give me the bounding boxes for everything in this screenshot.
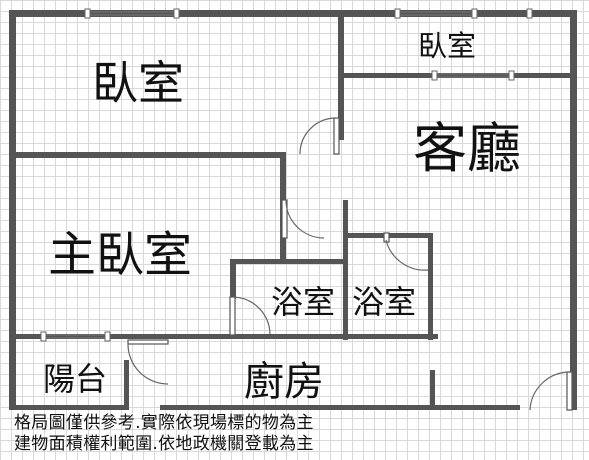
wall-right bbox=[570, 10, 577, 410]
wall-kitchen-right bbox=[430, 370, 435, 410]
window-small-bedroom bbox=[431, 70, 515, 81]
window-top-far-right bbox=[526, 8, 533, 19]
label-bedroom-top-left: 臥室 bbox=[92, 56, 184, 110]
doors bbox=[127, 117, 573, 411]
window-balcony bbox=[40, 331, 111, 342]
wall-bottom-left bbox=[9, 405, 129, 410]
window-top-left bbox=[84, 8, 180, 19]
window-top-right bbox=[394, 8, 478, 19]
wall-bath-left bbox=[230, 259, 236, 299]
label-bedroom-top-right: 臥室 bbox=[418, 29, 476, 63]
wall-bath-top-left bbox=[230, 259, 348, 264]
wall-left bbox=[9, 10, 16, 410]
label-kitchen: 廚房 bbox=[244, 359, 324, 405]
door-bathroom-right bbox=[383, 232, 429, 271]
wall-top-right bbox=[339, 10, 576, 17]
room-labels: 臥室 臥室 客廳 主臥室 浴室 浴室 陽台 廚房 bbox=[43, 29, 521, 405]
label-bathroom-left: 浴室 bbox=[271, 283, 335, 321]
door-master-bedroom bbox=[281, 199, 325, 239]
wall-bedroom-right bbox=[338, 10, 344, 140]
door-bathroom-left bbox=[229, 296, 271, 336]
label-master-bedroom: 主臥室 bbox=[48, 227, 192, 283]
wall-balcony-right bbox=[124, 360, 129, 410]
label-balcony: 陽台 bbox=[43, 360, 107, 398]
disclaimer-line-1: 格局圖僅供參考.實際依現場標的物為主 bbox=[14, 413, 314, 433]
label-bathroom-right: 浴室 bbox=[352, 283, 416, 321]
door-entrance bbox=[529, 371, 573, 411]
windows bbox=[40, 8, 533, 342]
wall-bottom-mid bbox=[160, 405, 520, 410]
wall-kitchen-top bbox=[9, 334, 438, 339]
wall-bedroom-bottom bbox=[9, 152, 285, 158]
door-bedroom bbox=[299, 117, 340, 155]
wall-bath-divider bbox=[343, 200, 348, 340]
label-living-room: 客廳 bbox=[413, 117, 521, 180]
disclaimer-line-2: 建物面積權利範圍.依地政機關登載為主 bbox=[14, 434, 314, 454]
disclaimer: 格局圖僅供參考.實際依現場標的物為主 建物面積權利範圍.依地政機關登載為主 bbox=[14, 413, 584, 455]
wall-bath-right bbox=[428, 233, 433, 340]
door-balcony bbox=[127, 339, 169, 385]
wall-small-bedroom-bottom bbox=[342, 73, 572, 78]
